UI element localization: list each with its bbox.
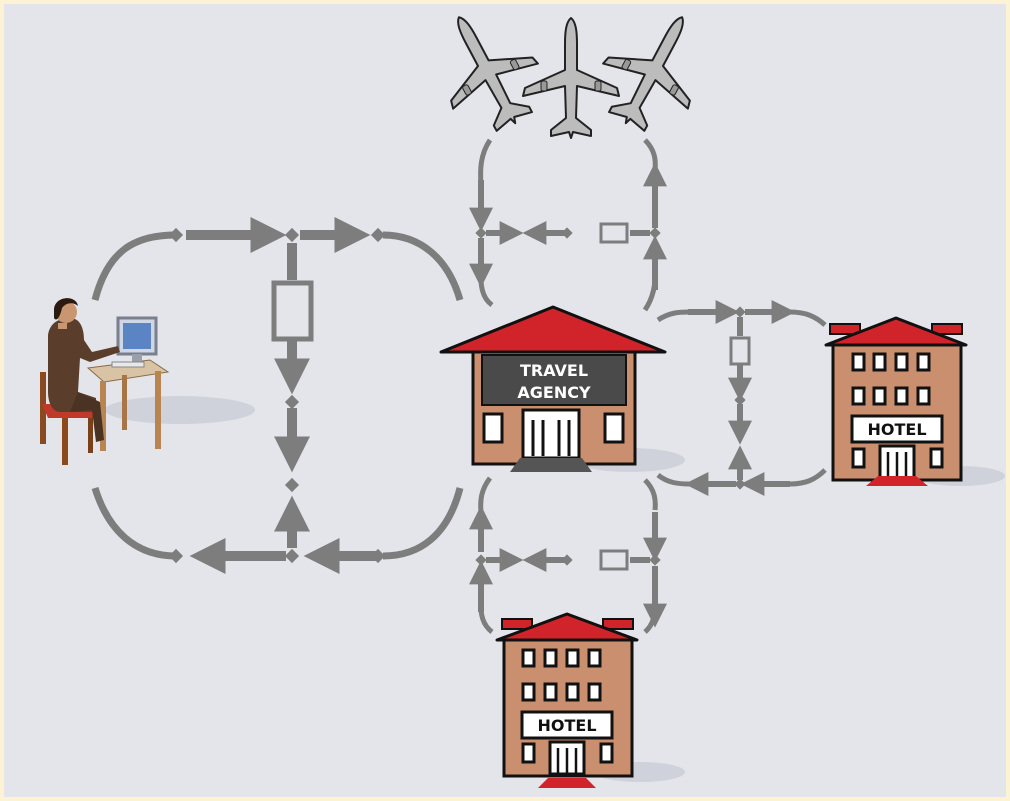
agency-hotel-right-flow [656, 300, 827, 496]
message-box [271, 280, 314, 342]
agency-hotel-bottom-flow [469, 476, 667, 634]
traveler-at-computer [40, 298, 255, 465]
hotel-right-building: HOTEL [824, 316, 1005, 486]
hotel-right-sign: HOTEL [867, 420, 926, 439]
hotel-bottom-sign: HOTEL [537, 716, 596, 735]
message-box [729, 336, 751, 366]
travel-agency-building: TRAVEL AGENCY [439, 305, 685, 472]
message-box [599, 549, 629, 571]
agency-sign-line1: TRAVEL [520, 361, 588, 380]
agency-sign-line2: AGENCY [517, 383, 591, 402]
hotel-bottom-building: HOTEL [495, 612, 685, 788]
message-box [599, 222, 629, 244]
agency-airline-flow [469, 138, 667, 312]
traveler-agency-flow [91, 217, 464, 574]
